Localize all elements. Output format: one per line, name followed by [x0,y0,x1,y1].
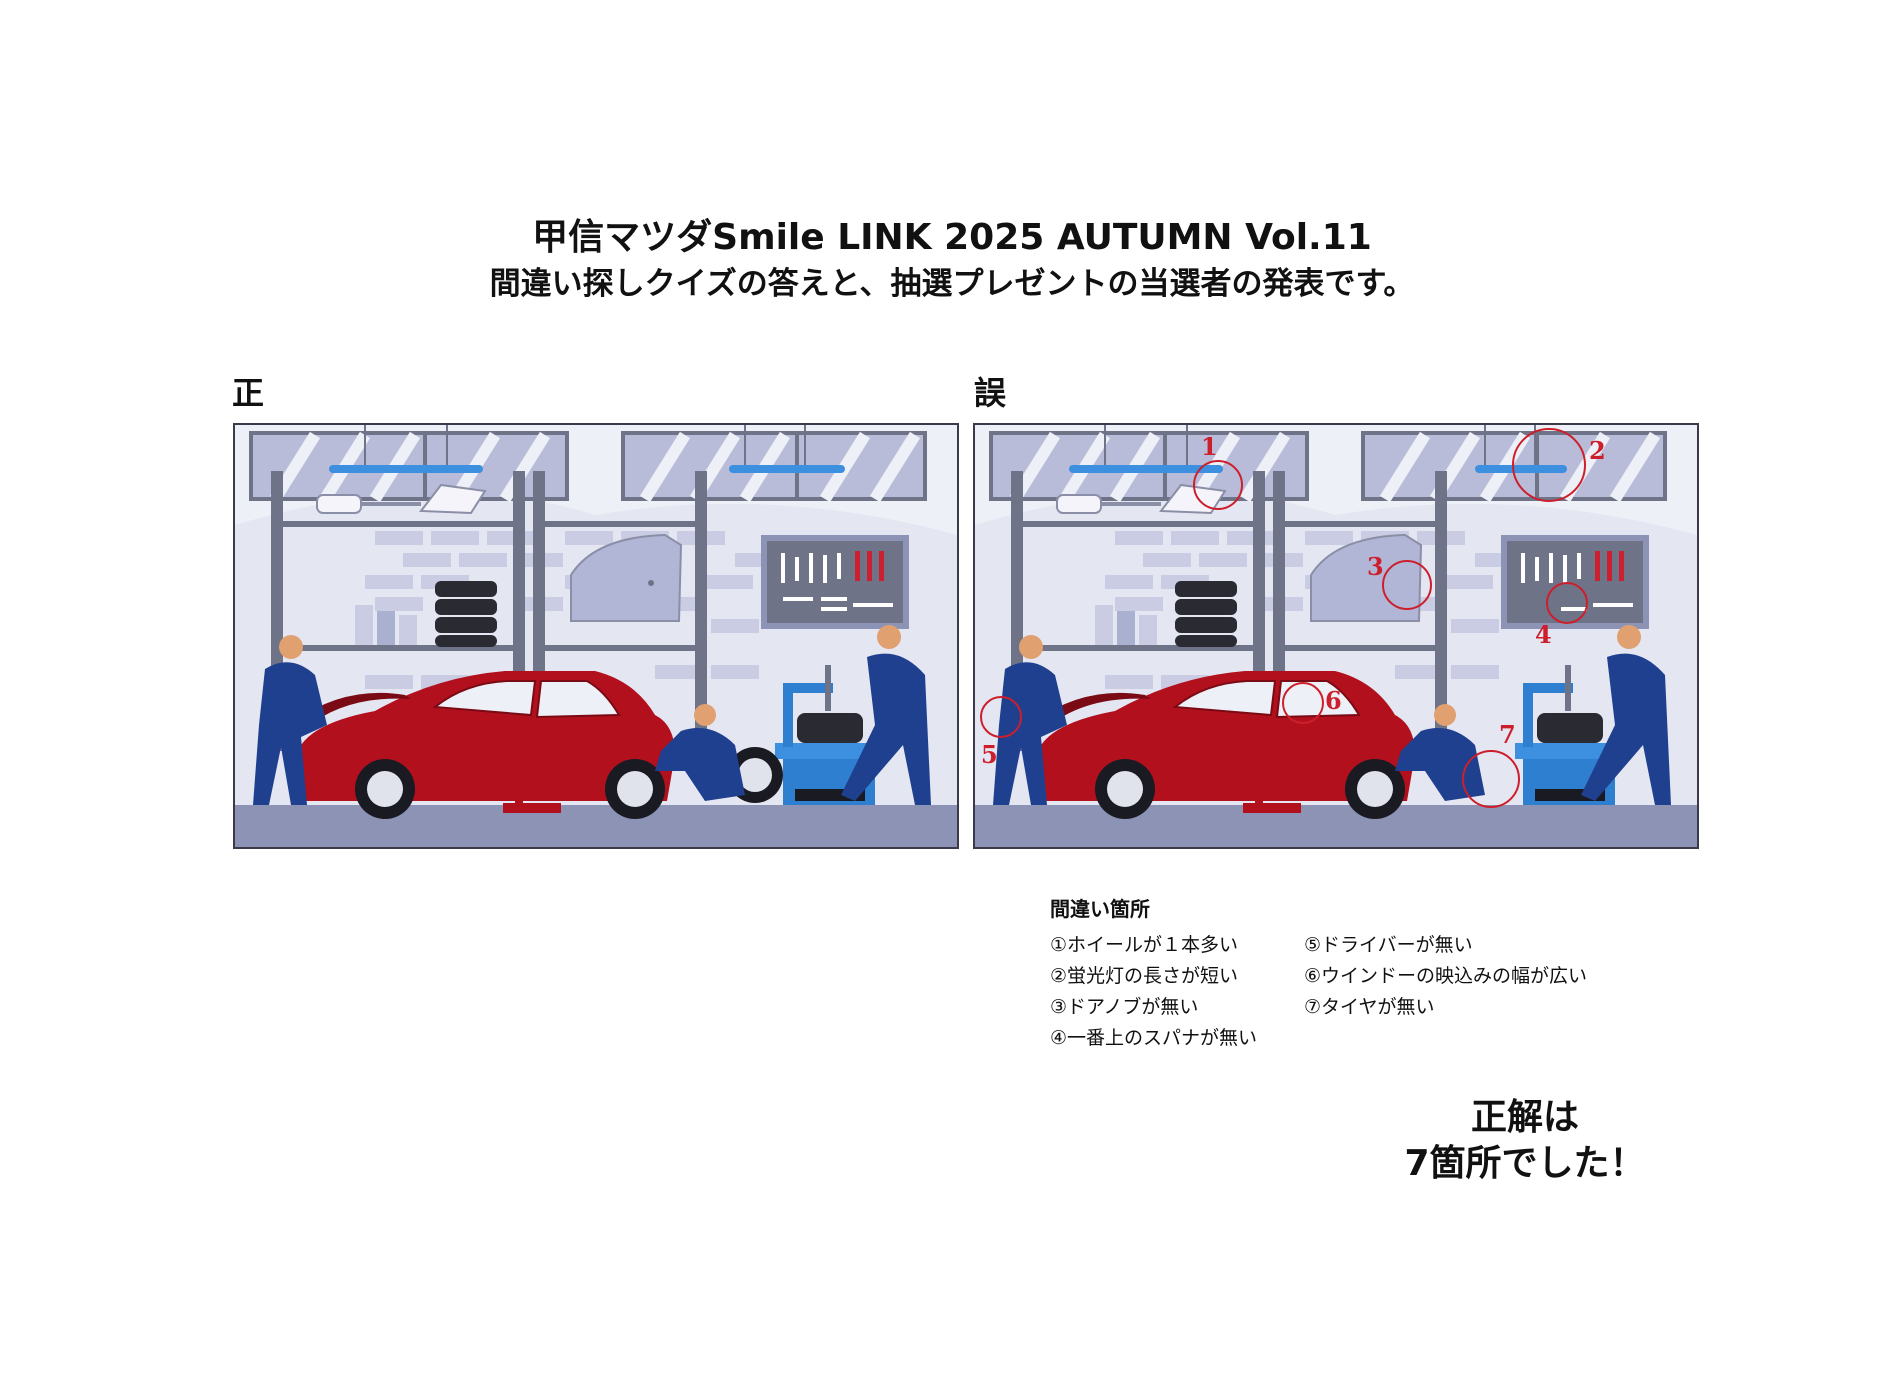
wrong-scene: 1 2 3 4 5 6 7 [973,423,1699,849]
wrong-scene-illustration: 1 2 3 4 5 6 7 [975,425,1697,847]
mechanics [253,625,931,805]
difference-circle-3 [1382,560,1432,610]
difference-item-6: ⑥ウインドーの映込みの幅が広い [1304,965,1588,987]
garage-floor [235,805,957,847]
muffler-part [316,483,487,515]
wrong-panel-label: 誤 [974,374,1007,412]
marker-number-1: 1 [1201,432,1218,461]
marker-number-7: 7 [1499,720,1516,749]
page-subtitle: 間違い探しクイズの答えと、抽選プレゼントの当選者の発表です。 [489,266,1415,302]
difference-circle-5 [980,696,1022,738]
difference-item-4: ④一番上のスパナが無い [1050,1027,1258,1049]
garage-floor [975,805,1697,847]
page-title: 甲信マツダSmile LINK 2025 AUTUMN Vol.11 [532,217,1372,258]
difference-circle-1 [1193,460,1243,510]
difference-item-2: ②蛍光灯の長さが短い [1050,965,1239,987]
correct-panel-label: 正 [232,374,265,412]
ceiling-lights [1069,425,1567,473]
ceiling-lights [329,425,845,473]
difference-circles [980,428,1588,808]
difference-item-3: ③ドアノブが無い [1050,996,1199,1018]
differences-title: 間違い箇所 [1050,897,1150,921]
answer-line-1: 正解は [1470,1097,1579,1138]
marker-number-5: 5 [981,740,998,769]
door-knob [648,580,654,586]
spare-car-door [1310,533,1423,622]
tool-board [761,535,909,629]
stacked-tires [1175,581,1237,647]
oil-bottles [355,605,417,645]
difference-circle-7 [1462,750,1520,808]
difference-item-7: ⑦タイヤが無い [1304,996,1435,1018]
marker-number-2: 2 [1589,436,1606,465]
spare-car-door [570,533,683,622]
marker-number-6: 6 [1325,686,1342,715]
correct-scene-illustration [235,425,957,847]
difference-item-1: ①ホイールが１本多い [1050,934,1239,956]
muffler-part [1056,483,1227,515]
red-car [1034,671,1415,819]
tool-board [1501,535,1649,629]
difference-item-5: ⑤ドライバーが無い [1304,934,1473,956]
difference-circle-2 [1512,428,1586,502]
oil-bottles [1095,605,1157,645]
difference-circle-6 [1282,682,1324,724]
difference-circle-4 [1546,582,1588,624]
marker-number-3: 3 [1367,552,1384,581]
correct-scene [233,423,959,849]
answer-line-2: 7箇所でした！ [1404,1143,1646,1184]
marker-number-4: 4 [1535,620,1552,649]
stacked-tires [435,581,497,647]
